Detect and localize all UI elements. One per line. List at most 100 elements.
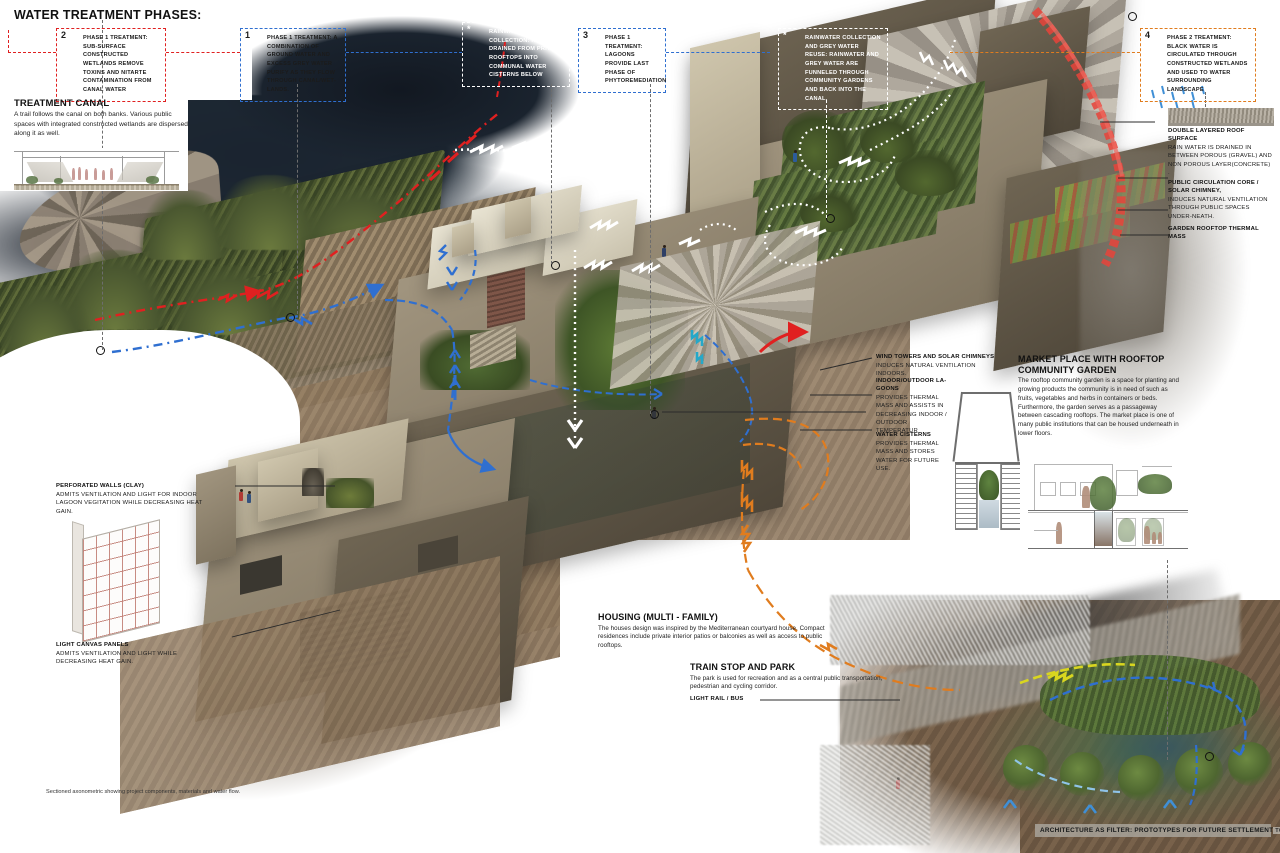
- phase-guide-dash: [297, 84, 298, 314]
- phase-link-dash: [8, 30, 9, 53]
- callout-heading: DOUBLE LAYERED ROOF SURFACE: [1168, 128, 1245, 142]
- phase-number: 1: [245, 30, 251, 40]
- phase-guide-dash: [650, 84, 651, 414]
- phase-box-1[interactable]: 1 PHASE 1 TREATMENT: A COMBINATION OF GR…: [240, 28, 346, 102]
- phase-text: RAINWATER COLLECTION: RAIN IS DRAINED FR…: [489, 29, 562, 79]
- person-figure: [662, 245, 666, 257]
- park-tree: [1175, 748, 1223, 796]
- callout-light-canvas-panels: LIGHT CANVAS PANELS ADMITS VENTILATION A…: [56, 642, 206, 667]
- plate-title-text: ARCHITECTURE AS FILTER: PROTOTYPES FOR F…: [1040, 827, 1274, 834]
- housing-section: HOUSING (MULTI - FAMILY) The houses desi…: [598, 612, 826, 651]
- park-tree: [1060, 752, 1104, 796]
- phase-box-3[interactable]: 3 PHASE 1 TREATMENT: LAGOONS PROVIDE LAS…: [578, 28, 666, 93]
- phase-link-dash: [346, 52, 462, 53]
- market-place-body: The rooftop community garden is a space …: [1018, 377, 1180, 437]
- cistern-detail-drawing: [952, 391, 1021, 532]
- wind-tower-volume: [505, 196, 531, 240]
- perforated-clay-wall-detail: [72, 519, 160, 643]
- treatment-canal-body: A trail follows the canal on both banks.…: [14, 111, 189, 137]
- phase-link-dash: [8, 52, 56, 53]
- canal-section-thumbnail: [14, 148, 179, 190]
- callout-body: PROVIDES THERMAL MASS AND ASSISTS IN DEC…: [876, 394, 947, 435]
- callout-lagoons: INDOOR/OUTDOOR LA-GOONS PROVIDES THERMAL…: [876, 378, 950, 436]
- park-tree: [1003, 745, 1049, 791]
- callout-solar-chimney: PUBLIC CIRCULATION CORE / SOLAR CHIMNEY,…: [1168, 180, 1274, 221]
- phase-link-dash: [666, 52, 770, 53]
- housing-heading: HOUSING (MULTI - FAMILY): [598, 612, 718, 622]
- park-tree: [1228, 742, 1272, 786]
- flow-node-marker: [1205, 752, 1214, 761]
- phase-guide-dash: [1167, 560, 1168, 760]
- phase-text: PHASE 1 TREATMENT: SUB-SURFACE CONSTRUCT…: [83, 35, 152, 93]
- flow-node-marker: [551, 261, 560, 270]
- phase-number: *: [783, 30, 787, 40]
- phase-box-rainwater-collection[interactable]: * RAINWATER COLLECTION: RAIN IS DRAINED …: [462, 22, 570, 87]
- plate-code-text: T057: [1273, 827, 1280, 834]
- flow-node-marker: [1128, 12, 1137, 21]
- train-stop-heading: TRAIN STOP AND PARK: [690, 662, 796, 672]
- market-place-section: MARKET PLACE WITH ROOFTOP COMMUNITY GARD…: [1018, 354, 1180, 439]
- person-figure: [247, 491, 251, 503]
- train-stop-section: TRAIN STOP AND PARK The park is used for…: [690, 662, 886, 704]
- flow-node-marker: [826, 214, 835, 223]
- callout-heading: WIND TOWERS AND SOLAR CHIMNEYS: [876, 354, 995, 360]
- light-rail-label: LIGHT RAIL / BUS: [690, 696, 744, 703]
- callout-heading: PERFORATED WALLS (CLAY): [56, 483, 145, 489]
- flow-node-marker: [650, 410, 659, 419]
- phase-text: PHASE 2 TREATMENT: BLACK WATER IS CIRCUL…: [1167, 35, 1248, 93]
- page-mask: [0, 0, 252, 100]
- phase-link-dash: [166, 52, 240, 53]
- treatment-canal-heading: TREATMENT CANAL: [14, 98, 110, 109]
- phase-link-dash: [570, 52, 578, 53]
- phase-number: 4: [1145, 30, 1151, 40]
- market-place-heading: MARKET PLACE WITH ROOFTOP COMMUNITY GARD…: [1018, 354, 1165, 375]
- balcony-planting: [326, 478, 374, 508]
- person-figure: [239, 489, 243, 501]
- callout-double-layered-roof: DOUBLE LAYERED ROOF SURFACE RAIN WATER I…: [1168, 128, 1274, 177]
- phase-guide-dash: [826, 100, 827, 218]
- rooftop-sculpture-plant: [302, 468, 324, 496]
- phase-box-2[interactable]: 2 PHASE 1 TREATMENT: SUB-SURFACE CONSTRU…: [56, 28, 166, 102]
- phase-guide-dash: [551, 84, 552, 264]
- phase-box-rainwater-greywater-reuse[interactable]: * RAINWATER COLLECTION AND GREY WATER RE…: [778, 28, 888, 111]
- flow-node-marker: [286, 313, 295, 322]
- callout-water-cisterns: WATER CISTERNS PROVIDES THERMAL MASS AND…: [876, 432, 946, 473]
- callout-heading: WATER CISTERNS: [876, 432, 932, 438]
- wind-tower-volume: [452, 222, 474, 258]
- market-section-elevation-drawing: [1020, 460, 1192, 556]
- phase-number: *: [467, 24, 471, 34]
- park-tree: [1118, 755, 1164, 801]
- callout-heading: INDOOR/OUTDOOR LA-GOONS: [876, 378, 947, 392]
- phase-box-4[interactable]: 4 PHASE 2 TREATMENT: BLACK WATER IS CIRC…: [1140, 28, 1256, 102]
- figure-caption: Sectioned axonometric showing project co…: [46, 789, 241, 795]
- person-figure: [793, 150, 797, 162]
- perforated-clay-screen: [487, 267, 525, 329]
- callout-garden-rooftop: GARDEN ROOFTOP THERMAL MASS: [1168, 226, 1274, 242]
- phase-guide-dash: [1205, 92, 1206, 107]
- callout-body: ADMITS VENTILATION AND LIGHT WHILE DECRE…: [56, 650, 178, 666]
- phase-number: 3: [583, 30, 589, 40]
- callout-body: PROVIDES THERMAL MASS AND STORES WATER F…: [876, 440, 940, 473]
- callout-perforated-walls: PERFORATED WALLS (CLAY) ADMITS VENTILATI…: [56, 483, 216, 516]
- phase-text: RAINWATER COLLECTION AND GREY WATER REUS…: [805, 35, 881, 102]
- board-title-plate: ARCHITECTURE AS FILTER: PROTOTYPES FOR F…: [1035, 824, 1280, 837]
- phase-text: PHASE 1 TREATMENT: A COMBINATION OF GROU…: [267, 35, 338, 93]
- flow-node-marker: [96, 346, 105, 355]
- callout-heading: GARDEN ROOFTOP THERMAL MASS: [1168, 226, 1259, 240]
- phase-text: PHASE 1 TREATMENT: LAGOONS PROVIDE LAST …: [605, 35, 667, 85]
- page-title: WATER TREATMENT PHASES:: [14, 8, 202, 22]
- callout-body: ADMITS VENTILATION AND LIGHT FOR INDOOR …: [56, 491, 203, 515]
- train-stop-body: The park is used for recreation and as a…: [690, 674, 883, 691]
- phase-number: 2: [61, 30, 67, 40]
- rooftop-vine-planting: [895, 150, 963, 196]
- treatment-canal-section: TREATMENT CANAL A trail follows the cana…: [14, 98, 194, 138]
- park-reed-bed: [1040, 655, 1260, 735]
- callout-body: RAIN WATER IS DRAINED IN BETWEEN POROUS …: [1168, 144, 1272, 177]
- phase-link-dash: [950, 52, 1140, 53]
- housing-body: The houses design was inspired by the Me…: [598, 624, 825, 650]
- callout-heading: LIGHT CANVAS PANELS: [56, 642, 129, 648]
- callout-heading: PUBLIC CIRCULATION CORE / SOLAR CHIMNEY,: [1168, 180, 1259, 194]
- callout-wind-towers: WIND TOWERS AND SOLAR CHIMNEYS INDUCES N…: [876, 354, 998, 379]
- callout-body: INDUCES NATURAL VENTILATION THROUGH PUBL…: [1168, 196, 1268, 220]
